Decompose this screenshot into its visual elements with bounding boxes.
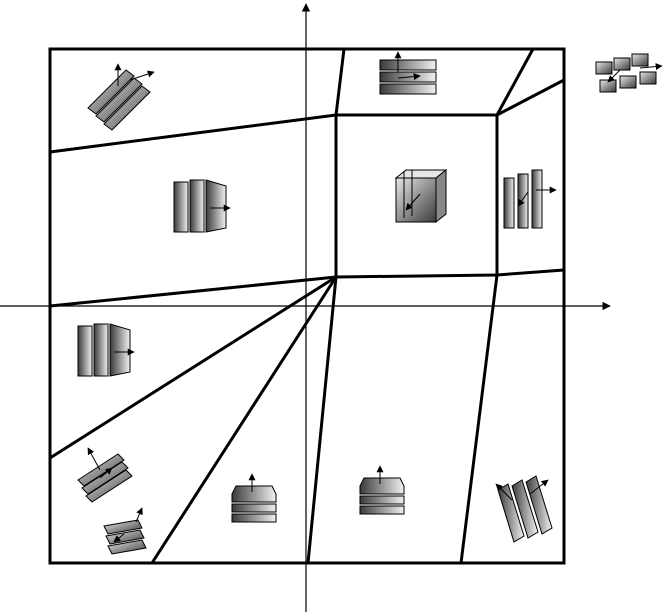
boundaries (49, 48, 565, 564)
region-bottom-right-glyph (495, 475, 553, 543)
region-top-right-outside-glyph (595, 53, 663, 93)
axes (0, 3, 611, 612)
region-left-middle-glyph (77, 323, 135, 377)
boundary-left-mid (49, 275, 337, 308)
region-top-left-glyph (87, 63, 155, 131)
region-right-strip-glyph (503, 169, 557, 229)
boundary-top-left (49, 113, 337, 154)
fan-3 (306, 276, 338, 564)
boundary-bottom-right (459, 274, 499, 564)
boundary-top-right-1 (495, 48, 535, 116)
region-top-middle-glyph (379, 51, 437, 95)
fan-2 (150, 276, 338, 564)
boundary-top-mid (334, 48, 346, 116)
region-upper-left-glyph (173, 179, 231, 233)
region-lower-left-2-glyph (103, 507, 147, 555)
region-bottom-middle-left-glyph (231, 473, 277, 523)
region-lower-left-1-glyph (77, 447, 133, 503)
region-center-square-glyph (394, 168, 448, 224)
boundary-right-strip (496, 268, 565, 277)
fan-1 (49, 275, 337, 460)
region-bottom-middle-glyph (359, 465, 405, 515)
boundary-top-right-2 (496, 78, 565, 117)
